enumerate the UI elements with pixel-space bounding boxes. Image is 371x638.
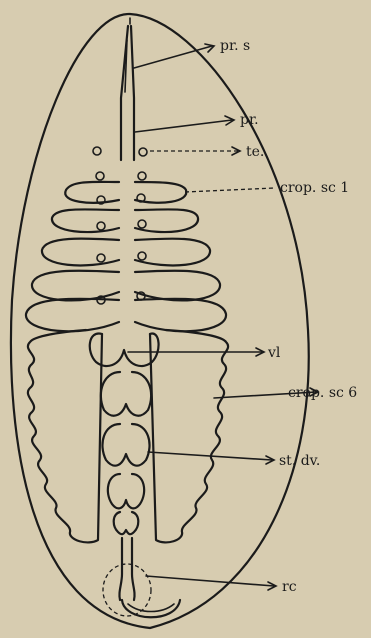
crop-caecum-right-4 — [135, 271, 220, 301]
label-pr: pr. — [240, 112, 259, 128]
crop-caecum-right-5 — [135, 299, 226, 332]
testis-right — [139, 148, 147, 156]
crop-caecum-right-1 — [135, 182, 186, 203]
crop-caecum-left-2 — [52, 209, 119, 232]
intestine-chamber-4 — [108, 474, 144, 508]
crop-caecum-right-6 — [150, 330, 228, 542]
testis-right — [138, 172, 146, 180]
pore-right — [138, 252, 146, 260]
pore-left — [97, 222, 105, 230]
label-pr-s: pr. s — [220, 38, 250, 54]
posterior-sucker — [122, 600, 180, 617]
label-crop-sc-6: crop. sc 6 — [288, 385, 357, 401]
crop-caecum-left-1 — [65, 182, 119, 203]
intestine-chamber-5 — [114, 512, 139, 534]
rectum — [132, 538, 135, 600]
crop-caecum-left-4 — [32, 271, 119, 301]
leader-line-pr — [135, 120, 232, 132]
leader-line-st-dv — [148, 452, 272, 460]
leader-line-pr-s — [134, 46, 212, 68]
intestine-chamber-2 — [101, 372, 151, 416]
crop-caecum-left-6 — [28, 330, 102, 542]
pore-right — [138, 220, 146, 228]
label-rc: rc — [282, 579, 297, 595]
leader-line-crop-sc-1 — [185, 188, 274, 192]
crop-caecum-left-3 — [42, 239, 119, 266]
intestine-chamber-1 — [90, 334, 159, 366]
crop-caecum-right-3 — [135, 239, 210, 266]
label-te: te. — [246, 144, 264, 160]
intestine-chamber-3 — [102, 424, 149, 466]
label-crop-sc-1: crop. sc 1 — [280, 180, 349, 196]
rectum — [119, 538, 122, 600]
testis-left — [96, 172, 104, 180]
testis-left — [93, 147, 101, 155]
pore-left — [97, 254, 105, 262]
body-outline — [11, 14, 309, 628]
label-vl: vl — [267, 345, 281, 361]
crop-caecum-left-5 — [26, 299, 119, 332]
label-st-dv: st. dv. — [279, 453, 320, 469]
leader-line-rc — [146, 576, 274, 586]
posterior-sucker — [128, 604, 174, 612]
pharynx-tube — [131, 26, 134, 160]
